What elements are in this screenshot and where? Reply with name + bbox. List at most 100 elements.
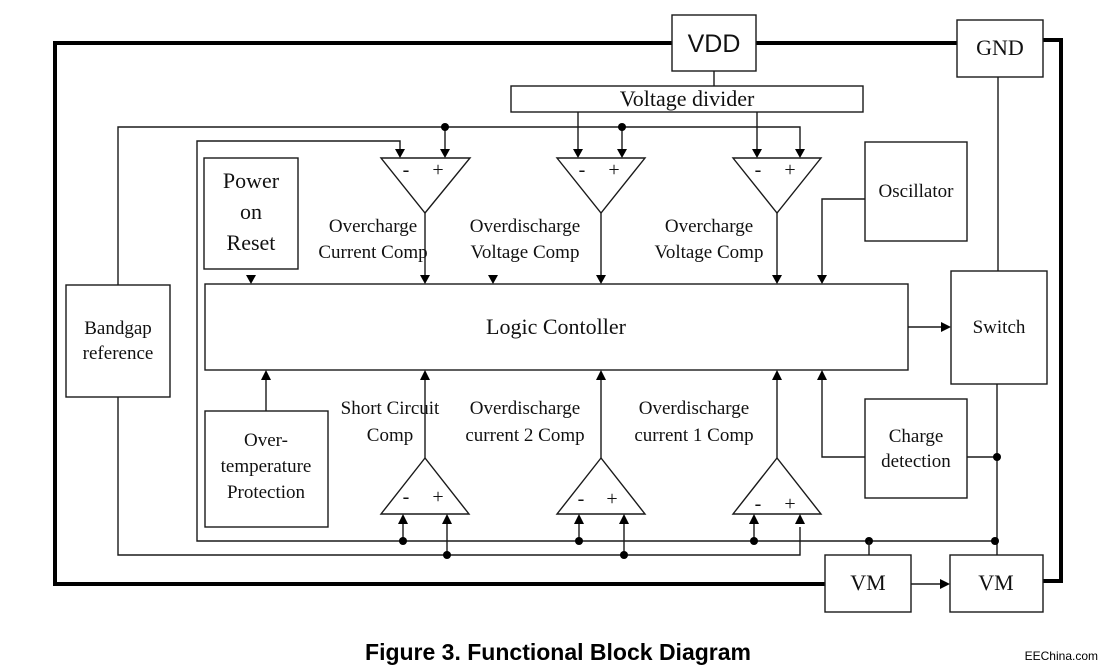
oscillator-to-logic-wire — [821, 198, 865, 276]
comp1-plus-sign: + — [432, 159, 443, 181]
voltage-divider-block: Voltage divider — [510, 85, 864, 113]
overcharge-current-comparator: - + — [379, 157, 472, 215]
junction-dot-bottom-7 — [991, 537, 999, 545]
bandgap-reference-block: Bandgap reference — [65, 284, 171, 398]
por-to-logic-arrowhead — [246, 275, 256, 284]
otp-label-line3: Protection — [227, 482, 306, 503]
logic-to-switch-arrowhead — [941, 322, 951, 332]
power-on-reset-line2: on — [240, 199, 262, 224]
vm-right-label: VM — [978, 570, 1013, 595]
logic-input-marker-arrowhead — [488, 275, 498, 284]
charge-detection-to-logic-arrowhead — [817, 370, 827, 380]
comp5-plus-arrowhead — [619, 514, 629, 524]
voltage-divider-label: Voltage divider — [620, 86, 755, 111]
switch-label: Switch — [973, 317, 1026, 338]
overdischarge-voltage-comparator: - + — [555, 157, 647, 215]
vm-right-block: VM — [949, 554, 1044, 613]
comp1-output-arrowhead — [420, 275, 430, 284]
gnd-rail — [1043, 38, 1063, 583]
bandgap-label-line1: Bandgap — [84, 318, 152, 339]
inner-left-bus — [196, 140, 995, 542]
vm-link-arrowhead — [940, 579, 950, 589]
gnd-label: GND — [976, 35, 1024, 60]
overcharge-voltage-comparator: - + — [731, 157, 823, 215]
comp4-label-line1: Short Circuit — [341, 398, 440, 419]
comp5-plus-sign: + — [606, 488, 617, 510]
junction-dot-bottom-1 — [399, 537, 407, 545]
bandgap-bottom-bus — [117, 397, 801, 556]
bus-to-comp3-plus-arrowhead — [795, 149, 805, 158]
junction-dot-top-1 — [441, 123, 449, 131]
comp6-minus-arrowhead — [749, 514, 759, 524]
comp1-minus-sign: - — [403, 159, 410, 181]
comp6-plus-arrowhead — [795, 514, 805, 524]
charge-detection-block: Charge detection — [864, 398, 968, 499]
power-on-reset-line3: Reset — [227, 230, 276, 255]
logic-controller-block: Logic Contoller — [204, 283, 909, 371]
comp3-label-line1: Overcharge — [665, 216, 753, 237]
overdischarge-current-1-comparator: - + — [731, 456, 823, 515]
vdd-block: VDD — [671, 14, 757, 72]
power-on-reset-block: Power on Reset — [203, 157, 299, 270]
power-on-reset-line1: Power — [223, 168, 280, 193]
vdd-label: VDD — [688, 30, 741, 58]
charge-detection-line2: detection — [881, 451, 951, 472]
divider-tap-1-arrowhead — [573, 149, 583, 158]
figure-caption: Figure 3. Functional Block Diagram — [365, 639, 751, 665]
oscillator-to-logic-arrowhead — [817, 275, 827, 284]
junction-dot-bottom-5 — [750, 537, 758, 545]
comp6-plus-sign: + — [784, 493, 795, 515]
comp5-minus-arrowhead — [574, 514, 584, 524]
comp2-label-line2: Voltage Comp — [471, 242, 580, 263]
switch-block: Switch — [950, 270, 1048, 385]
logic-controller-label: Logic Contoller — [486, 314, 627, 339]
comp2-plus-sign: + — [608, 159, 619, 181]
charge-detection-line1: Charge — [889, 426, 944, 447]
comp2-label-line1: Overdischarge — [470, 216, 580, 237]
source-credit: EEChina.com — [1025, 649, 1098, 663]
bandgap-label-line2: reference — [83, 343, 154, 364]
comp5-label-line1: Overdischarge — [470, 398, 580, 419]
oscillator-label: Oscillator — [879, 181, 955, 202]
otp-label-line1: Over- — [244, 430, 288, 451]
comp3-output-arrowhead — [772, 275, 782, 284]
gnd-block: GND — [956, 19, 1044, 78]
comp4-plus-arrowhead — [442, 514, 452, 524]
comp2-output-arrowhead — [596, 275, 606, 284]
junction-dot-charge-detection — [993, 453, 1001, 461]
vm-left-block: VM — [824, 554, 912, 613]
junction-dot-bottom-4 — [620, 551, 628, 559]
comp6-label-line2: current 1 Comp — [634, 425, 753, 446]
over-temperature-protection-block: Over- temperature Protection — [204, 410, 329, 528]
junction-dot-bottom-3 — [575, 537, 583, 545]
comp4-minus-arrowhead — [398, 514, 408, 524]
comp1-label-line2: Current Comp — [318, 242, 427, 263]
comp6-minus-sign: - — [755, 493, 762, 515]
comp4-output-arrowhead — [420, 370, 430, 380]
junction-dot-bottom-2 — [443, 551, 451, 559]
comp3-label-line2: Voltage Comp — [655, 242, 764, 263]
comp6-label-line1: Overdischarge — [639, 398, 749, 419]
bus-to-comp1-plus-arrowhead — [440, 149, 450, 158]
comp5-label-line2: current 2 Comp — [465, 425, 584, 446]
comp4-plus-sign: + — [432, 486, 443, 508]
overdischarge-current-2-comparator: - + — [555, 456, 647, 515]
comp4-label-line2: Comp — [367, 425, 413, 446]
charge-detection-to-logic-wire — [821, 379, 865, 458]
bus-to-comp2-plus-arrowhead — [617, 149, 627, 158]
otp-label-line2: temperature — [221, 456, 312, 477]
otp-to-logic-arrowhead — [261, 370, 271, 380]
short-circuit-comparator: - + — [379, 456, 471, 515]
comp2-minus-sign: - — [579, 159, 586, 181]
comp5-minus-sign: - — [578, 488, 585, 510]
bandgap-top-bus — [117, 126, 801, 285]
oscillator-block: Oscillator — [864, 141, 968, 242]
junction-dot-top-2 — [618, 123, 626, 131]
comp3-minus-sign: - — [755, 159, 762, 181]
bus-to-comp1-minus-arrowhead — [395, 149, 405, 158]
divider-tap-2-arrowhead — [752, 149, 762, 158]
vdd-rail-left — [53, 41, 825, 586]
comp1-label-line1: Overcharge — [329, 216, 417, 237]
comp6-output-arrowhead — [772, 370, 782, 380]
